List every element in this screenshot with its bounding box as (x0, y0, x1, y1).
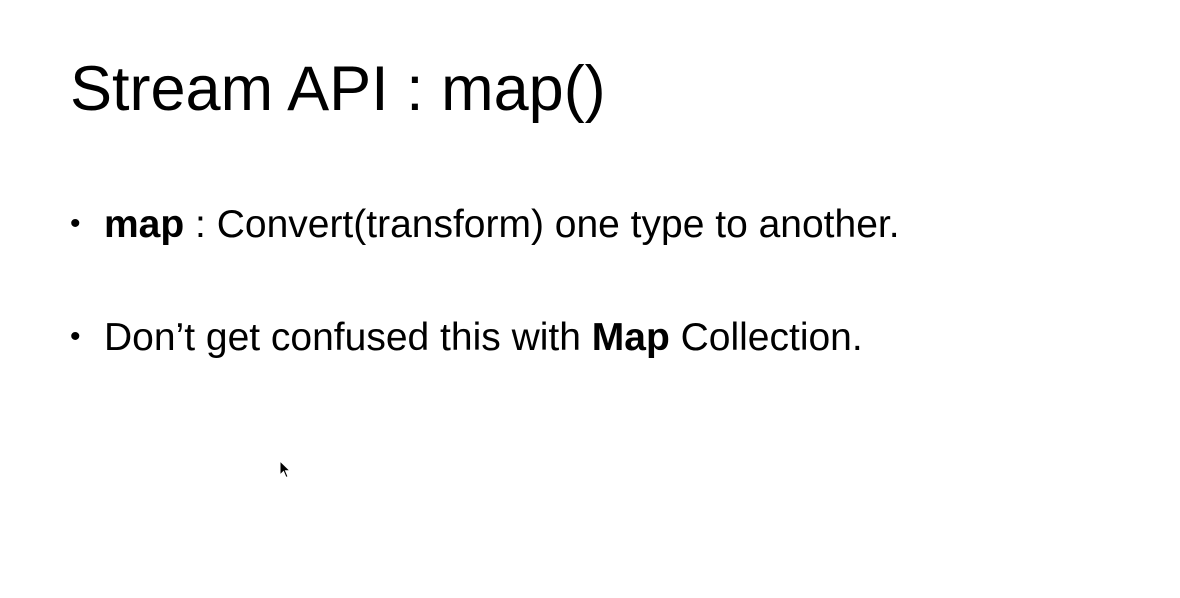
bullet-text: Don’t get confused this with Map Collect… (104, 313, 863, 364)
mouse-pointer-icon (279, 460, 291, 479)
bullet-item-map-collection: • Don’t get confused this with Map Colle… (70, 313, 900, 364)
bullet-dot-icon: • (70, 207, 81, 240)
bullet-list: • map : Convert(transform) one type to a… (70, 200, 900, 363)
slide-title: Stream API : map() (70, 54, 606, 124)
bullet-lead: Don’t get confused this with (104, 315, 592, 359)
bullet-rest: Collection. (669, 315, 863, 359)
bullet-bold-term: Map (591, 315, 670, 359)
bullet-text: map : Convert(transform) one type to ano… (104, 200, 900, 251)
bullet-item-map: • map : Convert(transform) one type to a… (70, 200, 900, 251)
bullet-bold-term: map (104, 203, 185, 246)
bullet-dot-icon: • (70, 319, 81, 353)
bullet-rest: : Convert(transform) one type to another… (184, 203, 900, 246)
